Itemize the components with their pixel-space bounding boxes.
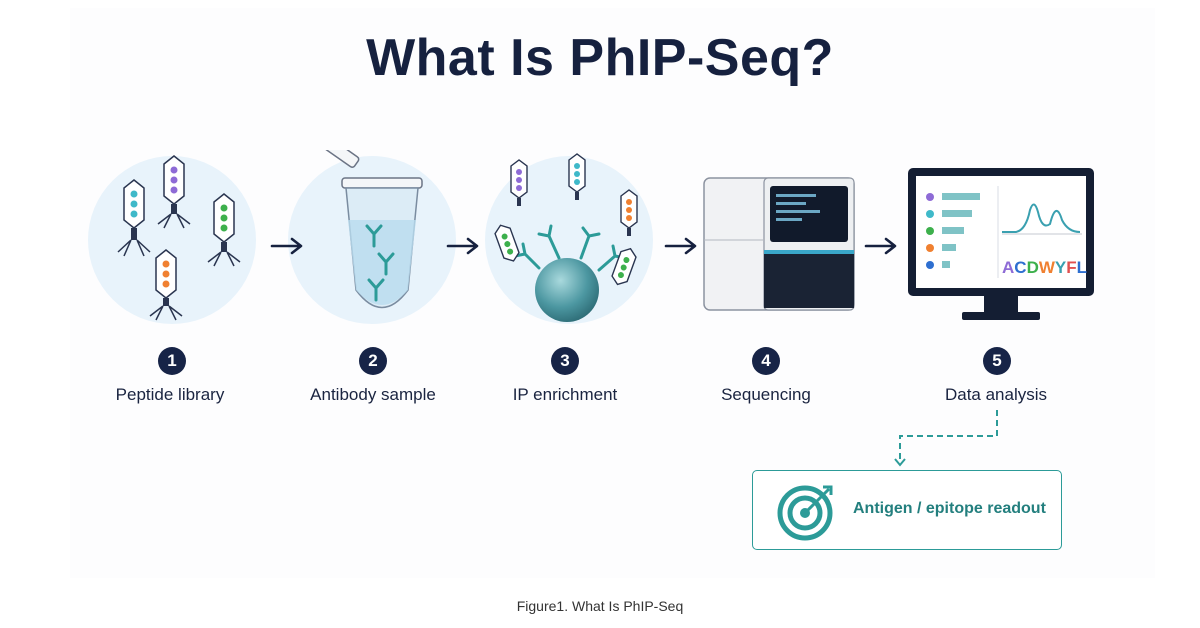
arrow-right-icon xyxy=(446,237,479,255)
step-label-peptide-library: Peptide library xyxy=(115,385,225,404)
step-number-5: 5 xyxy=(983,347,1011,375)
phage-icon xyxy=(611,247,637,286)
step-label-ip-enrichment: IP enrichment xyxy=(512,385,618,404)
step-label-antibody-sample: Antibody sample xyxy=(310,385,436,404)
step-label-sequencing: Sequencing xyxy=(721,385,811,404)
monitor-icon xyxy=(908,168,1094,320)
sequencer-illustration xyxy=(676,150,856,330)
readout-label: Antigen / epitope readout xyxy=(853,500,1046,517)
antigen-epitope-readout-box: Antigen / epitope readout xyxy=(752,470,1062,550)
step-label-data-analysis: Data analysis xyxy=(944,385,1048,404)
step-number-2: 2 xyxy=(359,347,387,375)
phage-icon xyxy=(157,155,191,229)
antibody-icon xyxy=(365,224,395,302)
ip-enrichment-illustration xyxy=(479,150,659,330)
phage-icon xyxy=(510,159,528,206)
sequence-logo-icon: ACDWYFL xyxy=(1002,258,1087,277)
arrow-right-icon xyxy=(864,237,897,255)
target-icon xyxy=(777,485,833,541)
phage-icon xyxy=(568,153,586,200)
sequencer-icon xyxy=(703,177,855,311)
magnetic-bead-icon xyxy=(535,258,599,322)
peak-chart-icon xyxy=(1002,203,1081,233)
tube-icon xyxy=(320,150,423,309)
step-number-3: 3 xyxy=(551,347,579,375)
antibody-sample-illustration xyxy=(282,150,462,330)
step-number-4: 4 xyxy=(752,347,780,375)
arrow-right-icon xyxy=(664,237,697,255)
phage-icon xyxy=(494,224,520,262)
dashed-connector xyxy=(894,410,998,467)
arrow-right-icon xyxy=(270,237,303,255)
phage-icon xyxy=(149,249,183,321)
peptide-library-illustration xyxy=(82,150,262,330)
page-title: What Is PhIP-Seq? xyxy=(366,29,834,87)
figure-caption: Figure1. What Is PhIP-Seq xyxy=(516,598,684,614)
data-analysis-illustration: ACDWYFL xyxy=(904,160,1104,340)
step-number-1: 1 xyxy=(158,347,186,375)
phage-icon xyxy=(117,179,151,257)
phage-icon xyxy=(207,193,241,267)
phage-icon xyxy=(620,189,638,236)
